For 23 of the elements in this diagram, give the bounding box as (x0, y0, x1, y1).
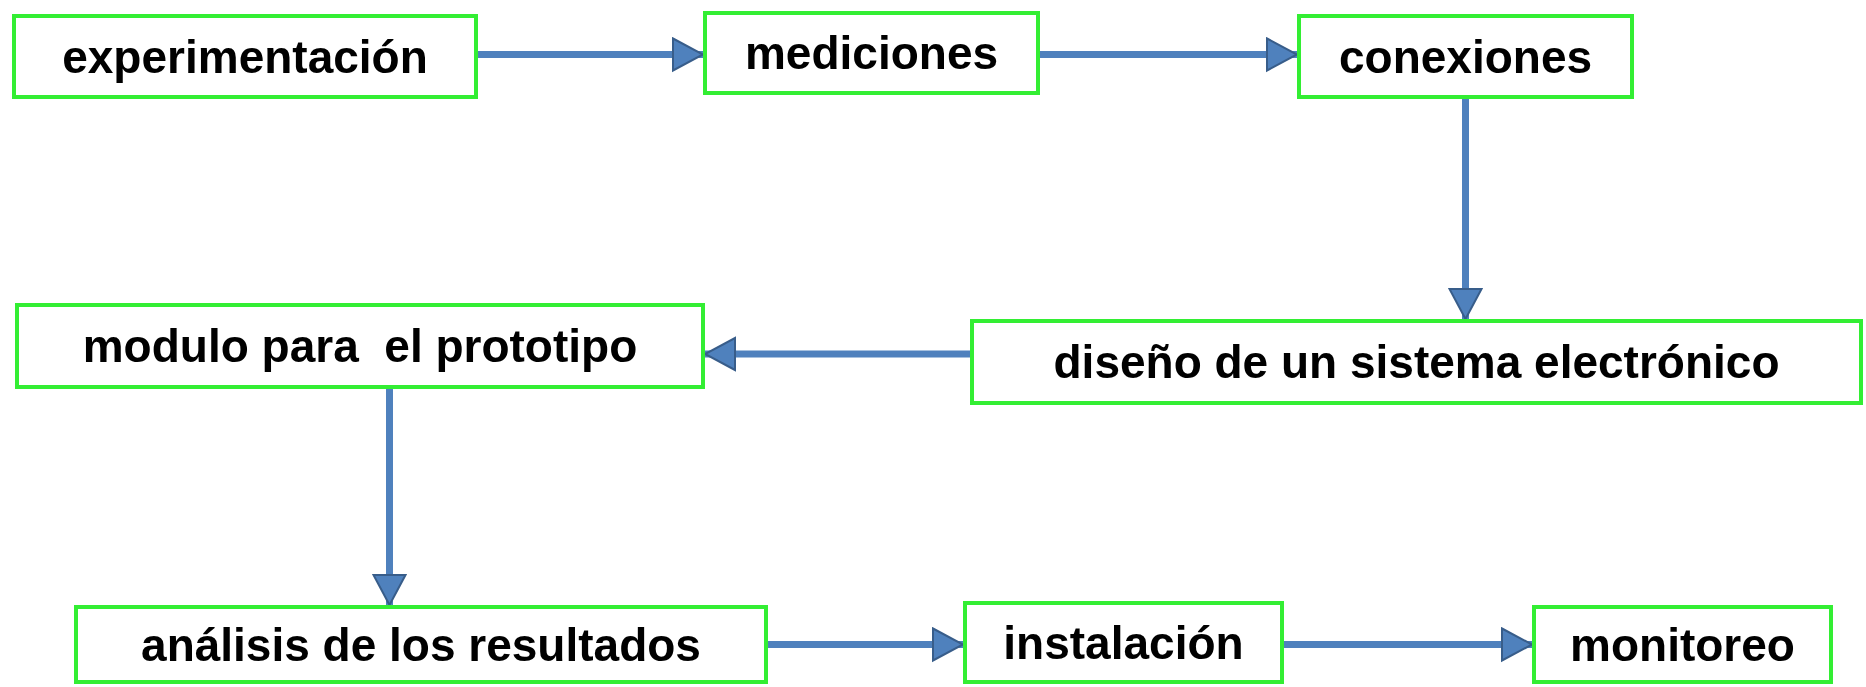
process-box (963, 601, 1284, 684)
step-label: modulo para el prototipo (82, 319, 638, 373)
arrow (1448, 99, 1483, 320)
process-box (74, 605, 768, 684)
step-label: monitoreo (1570, 617, 1795, 672)
step-label: experimentación (62, 29, 428, 84)
step-label: instalación (1003, 615, 1244, 670)
arrow (372, 389, 407, 606)
step-label: diseño de un sistema electrónico (1053, 335, 1780, 389)
step-label: análisis de los resultados (141, 617, 701, 672)
step-label: mediciones (744, 26, 999, 80)
process-box (15, 303, 705, 389)
arrow (704, 337, 970, 371)
process-box (1532, 605, 1833, 684)
arrow (1284, 627, 1533, 662)
step-label: conexiones (1338, 29, 1593, 84)
process-box (1297, 14, 1634, 99)
arrow (1040, 37, 1298, 72)
arrow (768, 627, 964, 662)
process-box (12, 14, 478, 99)
process-box (703, 11, 1040, 95)
process-box (970, 319, 1863, 405)
arrow (478, 37, 704, 72)
